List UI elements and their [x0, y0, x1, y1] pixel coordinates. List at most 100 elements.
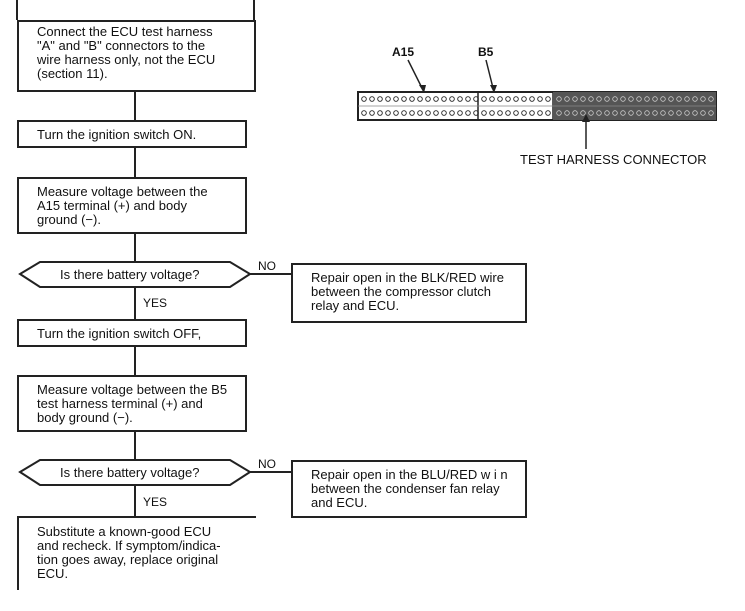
connector-pin	[545, 96, 551, 102]
connector-pin	[481, 110, 487, 116]
connector-pin	[489, 96, 495, 102]
repair-blu-red: Repair open in the BLU/RED w i n between…	[291, 460, 527, 518]
connector-pin	[385, 96, 391, 102]
connector-pin	[708, 96, 714, 102]
step-ignition-on: Turn the ignition switch ON.	[17, 120, 247, 148]
connector-pin	[449, 110, 455, 116]
connector-pin	[564, 96, 570, 102]
decision-question-2: Is there battery voltage?	[60, 465, 200, 480]
connector-pin	[572, 96, 578, 102]
no-label-2: NO	[258, 457, 276, 471]
connector-pin	[441, 110, 447, 116]
connector-pin	[465, 96, 471, 102]
connector-caption: TEST HARNESS CONNECTOR	[520, 152, 707, 167]
connector-pin	[369, 96, 375, 102]
connector-pin	[377, 96, 383, 102]
yes-label-2: YES	[143, 495, 168, 509]
connector-pin	[433, 110, 439, 116]
connector-pin	[660, 110, 666, 116]
connector-pin	[473, 96, 479, 102]
connector-pin	[489, 110, 495, 116]
connector-pin	[473, 110, 479, 116]
connector-pin	[580, 96, 586, 102]
step-ignition-off: Turn the ignition switch OFF,	[17, 319, 247, 347]
step-connect-harness: Connect the ECU test harness "A" and "B"…	[17, 20, 256, 92]
connector-pin	[545, 110, 551, 116]
connector-pin	[708, 110, 714, 116]
connector-pin	[457, 110, 463, 116]
connector-pin	[521, 110, 527, 116]
connector-pin	[369, 110, 375, 116]
step-substitute-ecu: Substitute a known-good ECU and recheck.…	[17, 516, 256, 590]
connector-pin	[521, 96, 527, 102]
connector-pin	[441, 96, 447, 102]
connector-pin	[409, 110, 415, 116]
connector-pin	[692, 96, 698, 102]
connector-pin	[433, 96, 439, 102]
connector-pin	[449, 96, 455, 102]
connector-pin	[409, 96, 415, 102]
connector-pin	[393, 110, 399, 116]
connector-pin	[529, 96, 535, 102]
label-b5: B5	[478, 45, 494, 59]
connector-pin	[537, 96, 543, 102]
connector-pin	[377, 110, 383, 116]
connector-pin	[497, 96, 503, 102]
connector-pin	[529, 110, 535, 116]
connector-pin	[425, 110, 431, 116]
connector-pin	[692, 110, 698, 116]
step-measure-a15: Measure voltage between the A15 terminal…	[17, 177, 247, 234]
connector-pin	[612, 96, 618, 102]
connector-pin	[668, 110, 674, 116]
connector-pin	[457, 96, 463, 102]
connector-pin	[644, 110, 650, 116]
connector-pin	[620, 110, 626, 116]
connector-pin	[556, 96, 562, 102]
connector-pin	[700, 96, 706, 102]
connector-pin	[361, 96, 367, 102]
connector-pin	[636, 96, 642, 102]
connector-pin	[505, 110, 511, 116]
connector-pin	[684, 96, 690, 102]
connector-pin	[580, 110, 586, 116]
connector-pin	[628, 110, 634, 116]
connector-pin	[684, 110, 690, 116]
connector-pin	[505, 96, 511, 102]
connector-pin	[361, 110, 367, 116]
connector-pin	[676, 110, 682, 116]
test-harness-connector	[357, 59, 717, 149]
connector-pin	[652, 110, 658, 116]
connector-pin	[620, 96, 626, 102]
decision-question-1: Is there battery voltage?	[60, 267, 200, 282]
connector-pin	[564, 110, 570, 116]
connector-pin	[652, 96, 658, 102]
connector-pin	[588, 110, 594, 116]
connector-pin	[497, 110, 503, 116]
connector-pin	[513, 96, 519, 102]
connector-pin	[417, 96, 423, 102]
connector-pin	[588, 96, 594, 102]
connector-pin	[604, 96, 610, 102]
connector-pin	[596, 96, 602, 102]
connector-pin	[513, 110, 519, 116]
connector-pin	[401, 96, 407, 102]
label-a15: A15	[392, 45, 415, 59]
connector-pin	[644, 96, 650, 102]
connector-pin	[604, 110, 610, 116]
connector-pin	[465, 110, 471, 116]
connector-pin	[425, 96, 431, 102]
connector-pin	[596, 110, 602, 116]
connector-pin	[700, 110, 706, 116]
connector-pin	[481, 96, 487, 102]
connector-pin	[393, 96, 399, 102]
connector-pin	[417, 110, 423, 116]
connector-pin	[668, 96, 674, 102]
connector-pin	[385, 110, 391, 116]
connector-pin	[572, 110, 578, 116]
connector-pin	[636, 110, 642, 116]
connector-pin	[556, 110, 562, 116]
connector-pin	[676, 96, 682, 102]
connector-pin	[628, 96, 634, 102]
connector-pin	[537, 110, 543, 116]
